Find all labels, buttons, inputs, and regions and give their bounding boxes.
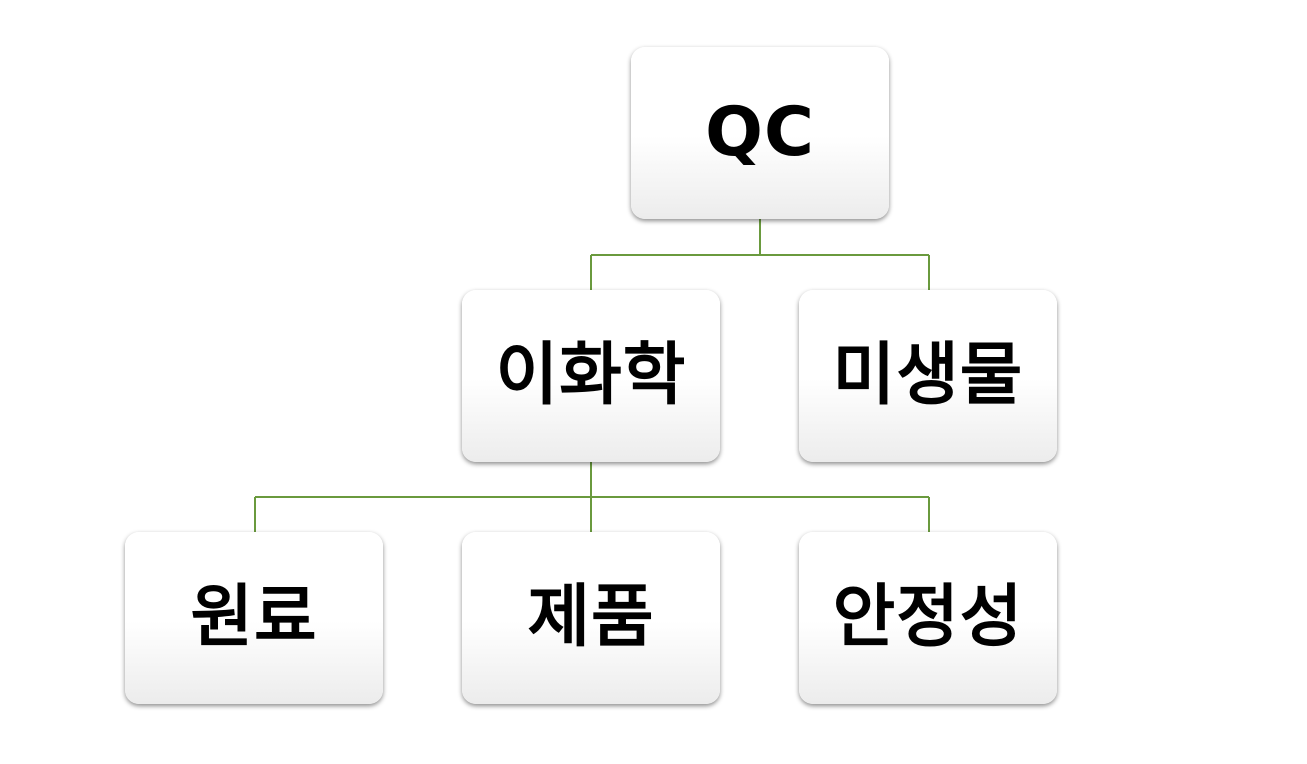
node-label-stability: 안정성 [832,578,1024,657]
node-label-product: 제품 [527,578,655,657]
node-microbiology: 미생물 [799,290,1057,462]
node-product: 제품 [462,532,720,704]
node-label-raw-material: 원료 [190,578,318,657]
node-label-qc: QC [705,93,815,172]
node-qc: QC [631,47,889,219]
node-raw-material: 원료 [125,532,383,704]
node-stability: 안정성 [799,532,1057,704]
node-label-physicochemical: 이화학 [495,336,687,415]
node-label-microbiology: 미생물 [832,336,1024,415]
node-physicochemical: 이화학 [462,290,720,462]
